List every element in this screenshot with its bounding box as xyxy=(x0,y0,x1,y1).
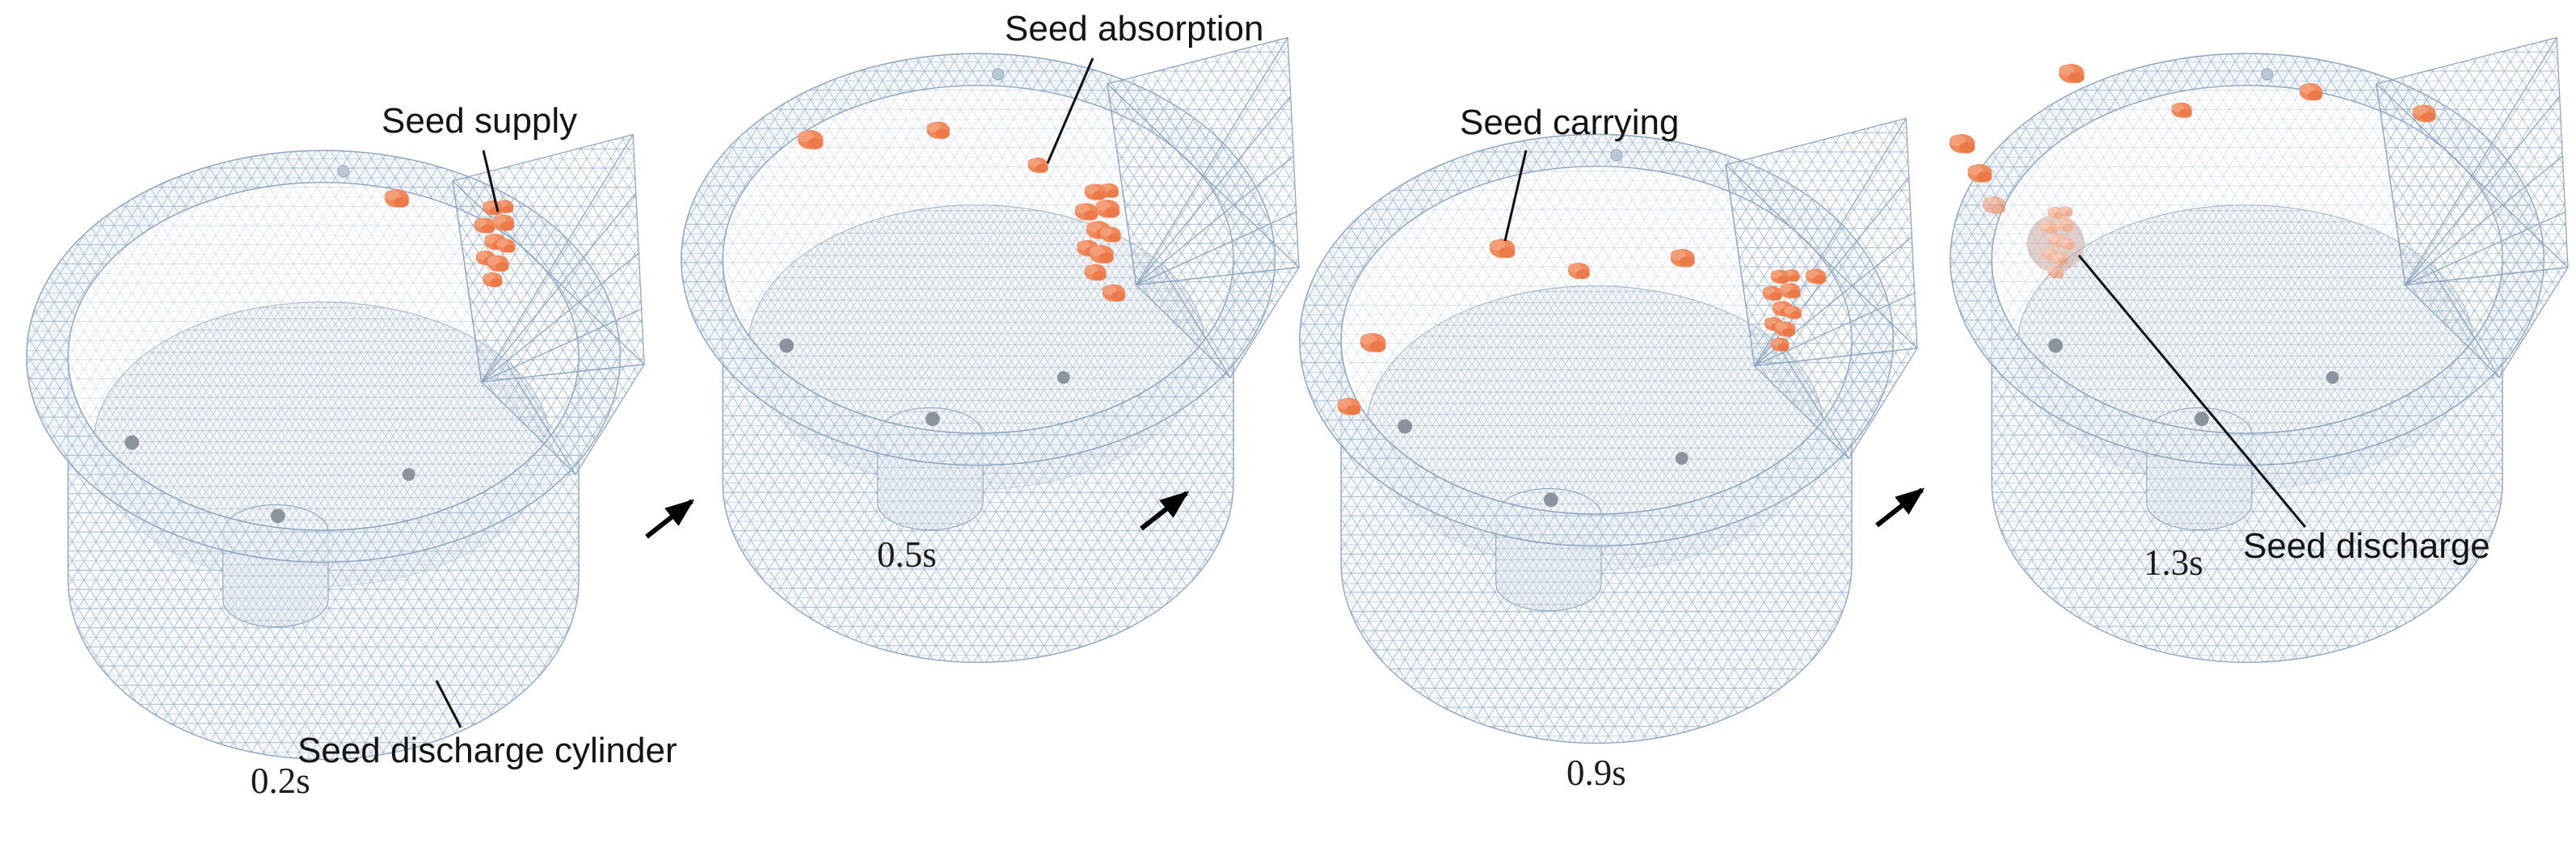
panel-4 xyxy=(1936,4,2574,690)
seed-particles-4 xyxy=(1949,64,2436,278)
time-label-3: 0.9s xyxy=(1566,753,1626,793)
seed-meter-device-2 xyxy=(681,36,1300,664)
annotation-seed-supply: Seed supply xyxy=(382,101,578,141)
panel-1 xyxy=(12,101,651,787)
time-label-4: 1.3s xyxy=(2144,542,2203,583)
panel-2 xyxy=(667,4,1305,690)
seed-meter-device-4 xyxy=(1949,36,2569,664)
time-label-2: 0.5s xyxy=(877,534,937,575)
seed-meter-device-3 xyxy=(1299,117,1918,744)
seed-meter-device-1 xyxy=(26,133,645,761)
annotation-seed-carrying: Seed carrying xyxy=(1460,103,1680,142)
discharged-seed-cluster xyxy=(2026,206,2085,278)
panel-3 xyxy=(1285,85,1924,771)
annotation-seed-absorption: Seed absorption xyxy=(1005,9,1264,48)
time-label-1: 0.2s xyxy=(251,761,310,801)
annotation-seed-discharge: Seed discharge xyxy=(2243,526,2490,566)
annotation-seed-discharge-cylinder: Seed discharge cylinder xyxy=(297,731,677,770)
